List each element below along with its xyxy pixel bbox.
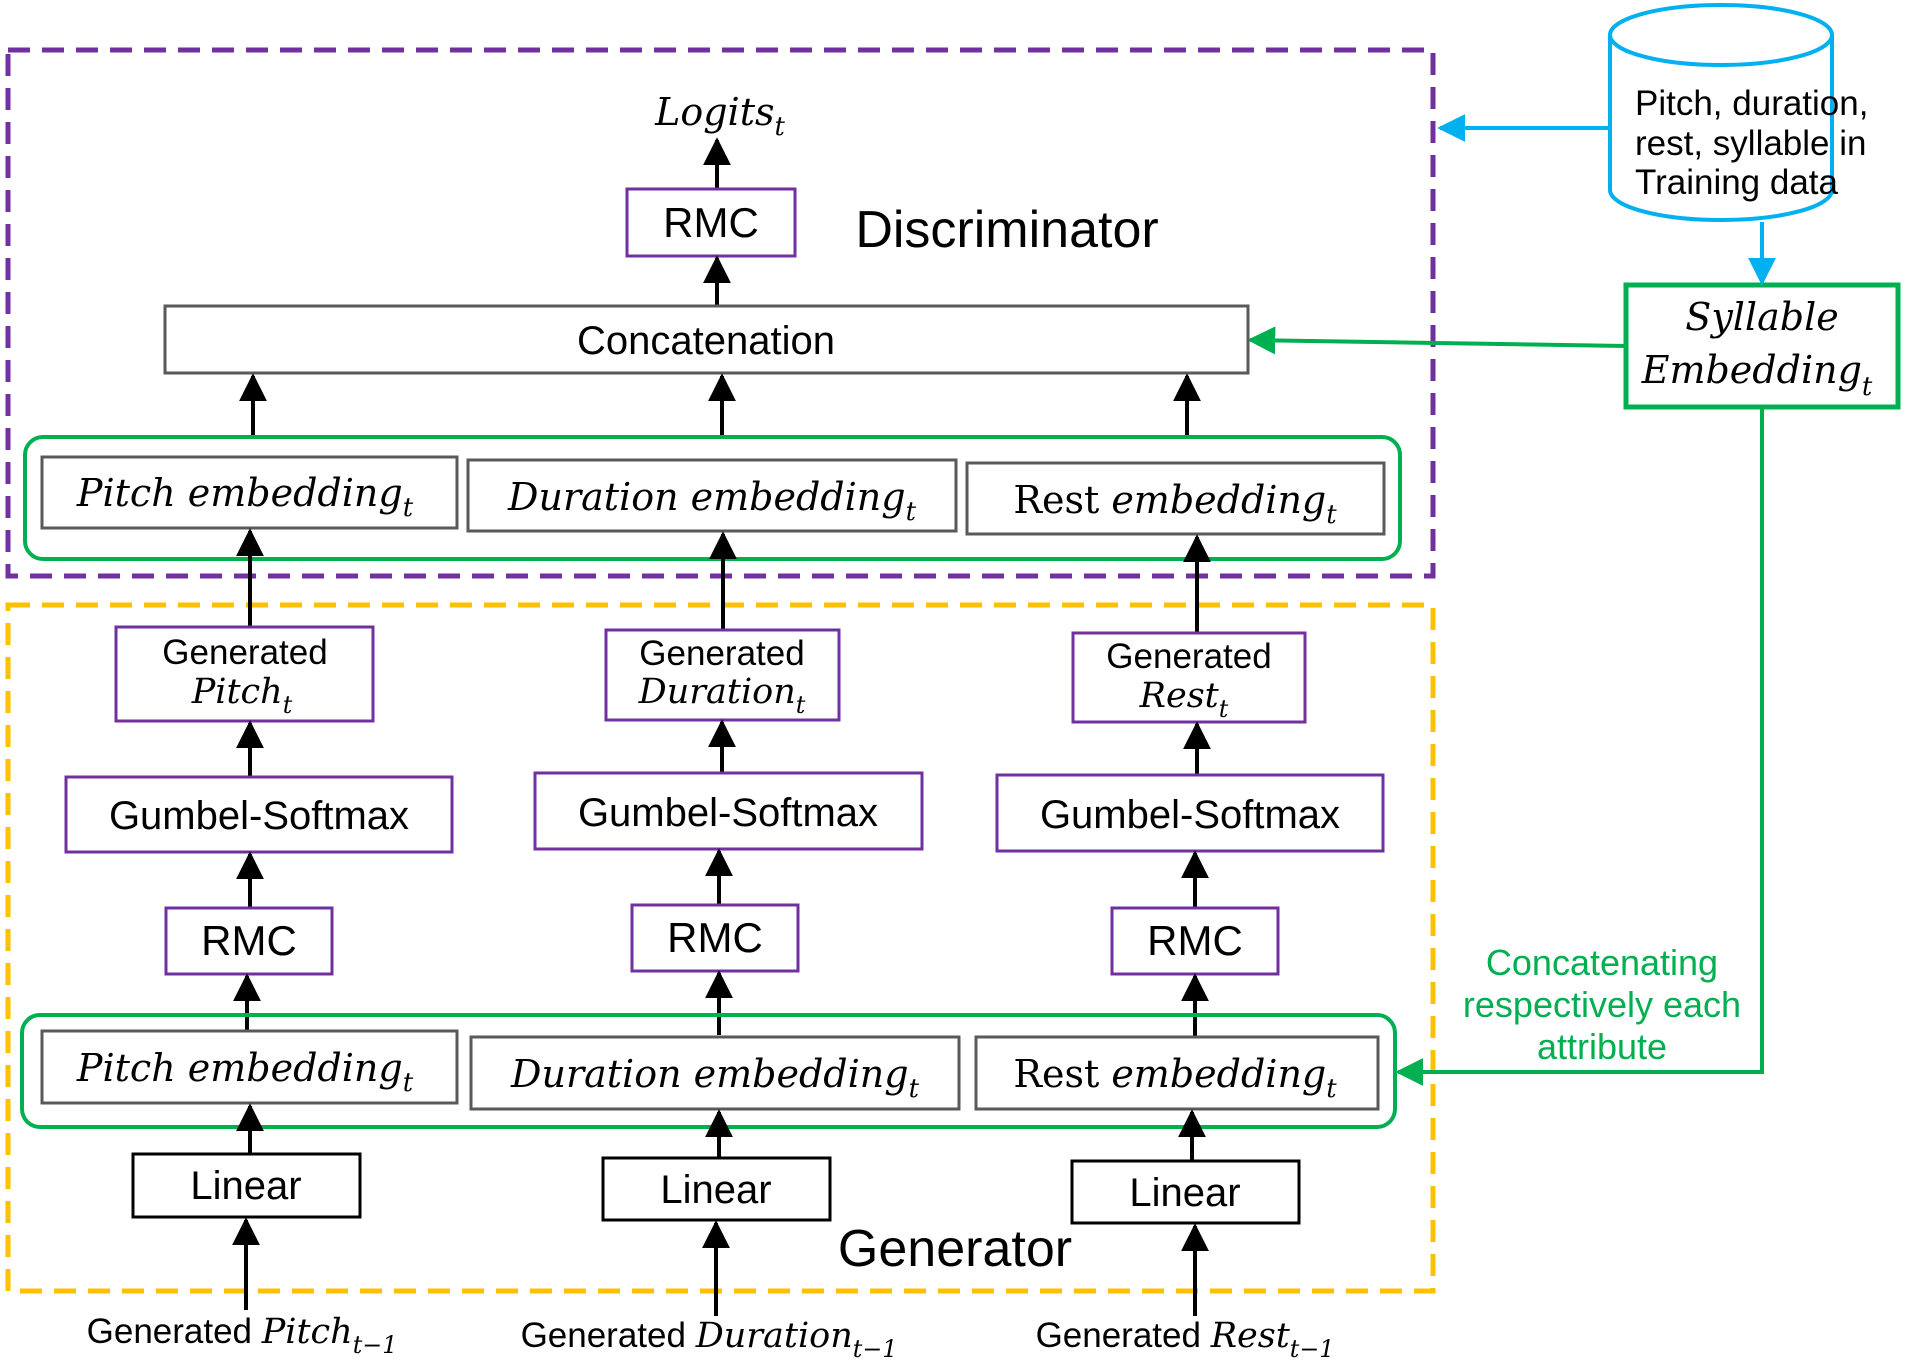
generated-pitch-symbol: Pitcht (191, 672, 293, 719)
gen-pitch-embedding-label: Pitch embeddingt (76, 1046, 414, 1098)
generated-rest-label: Generated (1106, 637, 1271, 676)
generated-rest-box: Generated Restt (1071, 631, 1307, 724)
syllable-embedding-line-1: Syllable (1685, 295, 1838, 339)
generated-pitch-box: Generated Pitcht (114, 625, 375, 723)
disc-pitch-embedding-label: Pitch embeddingt (76, 471, 414, 523)
training-data-line-2: rest, syllable in (1635, 124, 1866, 163)
linear-rest-box: Linear (1070, 1159, 1301, 1225)
generated-rest-symbol: Restt (1139, 676, 1229, 723)
gumbel-softmax-duration-label: Gumbel-Softmax (578, 791, 878, 835)
disc-duration-embedding-box: Duration embeddingt (466, 458, 958, 533)
disc-rest-embedding-label: Rest embeddingt (1013, 478, 1337, 530)
gumbel-softmax-rest-label: Gumbel-Softmax (1040, 793, 1340, 837)
gen-pitch-embedding-box: Pitch embeddingt (40, 1029, 459, 1105)
gumbel-softmax-duration-box: Gumbel-Softmax (533, 771, 924, 851)
linear-pitch-label: Linear (190, 1164, 301, 1208)
gen-duration-embedding-label: Duration embeddingt (510, 1052, 920, 1104)
generator-region (5, 602, 1436, 1294)
syllable-embedding-line-2: Embeddingt (1641, 348, 1873, 402)
generated-duration-label: Generated (639, 634, 804, 673)
linear-duration-box: Linear (601, 1156, 832, 1222)
gumbel-softmax-pitch-box: Gumbel-Softmax (64, 775, 454, 854)
rmc-rest-box: RMC (1110, 906, 1280, 976)
discriminator-title: Discriminator (855, 201, 1158, 259)
gen-rest-embedding-label: Rest embeddingt (1013, 1052, 1337, 1104)
side-note-line-2: respectively each (1463, 984, 1741, 1025)
rmc-pitch-box: RMC (164, 906, 334, 976)
input-rest-label: Generated Restt−1 (1036, 1316, 1335, 1363)
rmc-rest-label: RMC (1147, 917, 1243, 964)
rmc-duration-label: RMC (667, 914, 763, 961)
syllable-to-concat-arrow (1247, 326, 1627, 355)
side-note-line-1: Concatenating (1486, 942, 1718, 983)
training-data-line-3: Training data (1635, 163, 1839, 202)
side-note-line-3: attribute (1537, 1026, 1667, 1067)
discriminator-region (5, 47, 1436, 579)
syllable-to-generator-arrow (1395, 407, 1764, 1086)
training-data-cylinder: Pitch, duration, rest, syllable in Train… (1608, 3, 1868, 222)
syllable-embedding-box: Syllable Embeddingt (1623, 282, 1901, 410)
logits-output-label: Logitst (654, 90, 785, 142)
generated-duration-symbol: Durationt (638, 672, 806, 719)
disc-rest-embedding-box: Rest embeddingt (965, 461, 1386, 536)
concatenation-box: Concatenation (163, 304, 1250, 375)
disc-duration-embedding-label: Duration embeddingt (507, 475, 917, 527)
input-pitch-label: Generated Pitcht−1 (87, 1312, 398, 1359)
rmc-duration-box: RMC (630, 903, 800, 973)
input-duration-label: Generated Durationt−1 (521, 1316, 898, 1363)
rmc-pitch-label: RMC (201, 917, 297, 964)
disc-pitch-embedding-box: Pitch embeddingt (40, 455, 459, 530)
generated-duration-box: Generated Durationt (604, 628, 841, 722)
gumbel-softmax-pitch-label: Gumbel-Softmax (109, 794, 409, 838)
discriminator-rmc-label: RMC (663, 199, 759, 246)
linear-rest-label: Linear (1129, 1171, 1240, 1215)
generated-pitch-label: Generated (162, 633, 327, 672)
concatenation-label: Concatenation (577, 319, 835, 363)
generator-title: Generator (838, 1220, 1072, 1278)
gen-rest-embedding-box: Rest embeddingt (974, 1035, 1380, 1111)
linear-duration-label: Linear (660, 1168, 771, 1212)
training-data-line-1: Pitch, duration, (1635, 84, 1868, 123)
linear-pitch-box: Linear (131, 1152, 362, 1219)
gen-duration-embedding-box: Duration embeddingt (469, 1035, 961, 1111)
discriminator-rmc-box: RMC (625, 187, 797, 258)
gumbel-softmax-rest-box: Gumbel-Softmax (995, 773, 1385, 853)
